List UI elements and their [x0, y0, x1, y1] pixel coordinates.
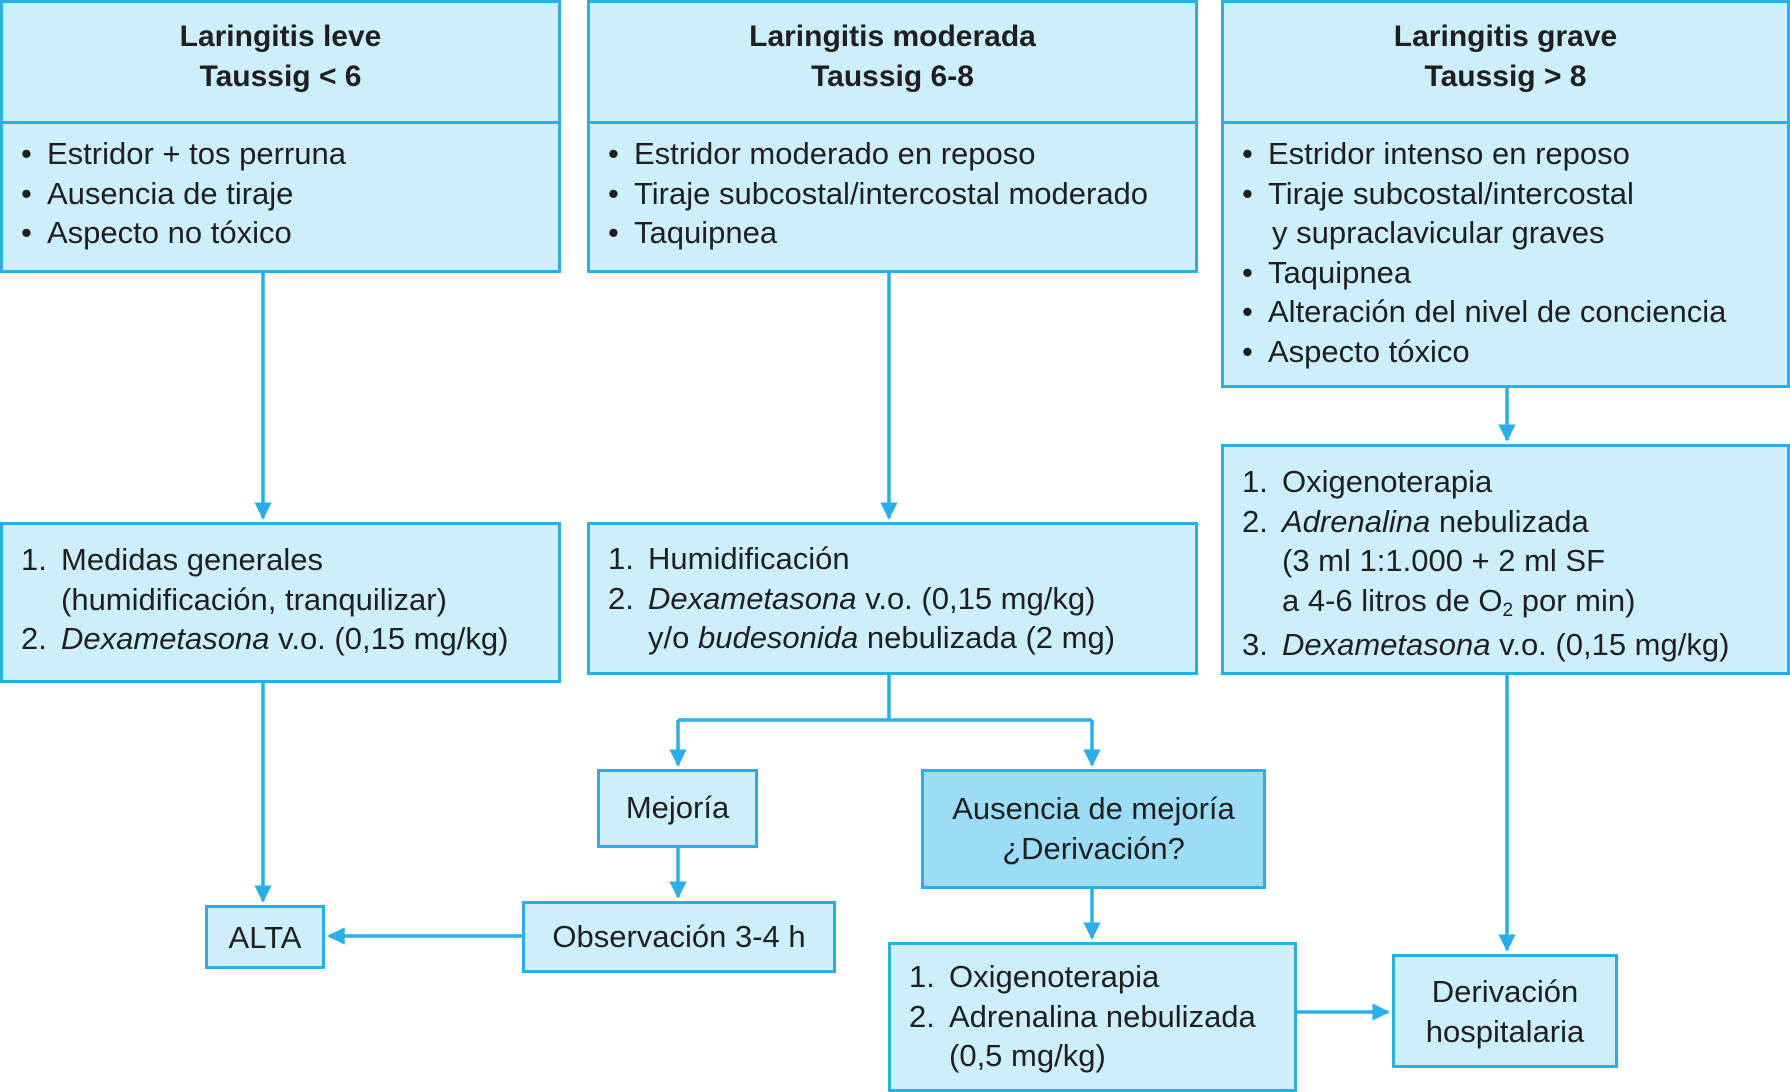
list-item: 2.Dexametasona v.o. (0,15 mg/kg) — [608, 580, 1096, 616]
list-item: 1.Humidificación — [608, 541, 850, 576]
mejoria-label: Mejoría — [625, 790, 730, 825]
list-item: •Tiraje subcostal/intercostal moderado — [608, 175, 1149, 211]
list-item: 1.Oxigenoterapia — [909, 959, 1160, 994]
grave-title-block: Laringitis grave Taussig > 8 — [1224, 3, 1787, 124]
moderada-title-block: Laringitis moderada Taussig 6-8 — [590, 3, 1195, 124]
grave-score: Taussig > 8 — [1424, 60, 1587, 93]
list-item: •Alteración del nivel de conciencia — [1242, 294, 1727, 329]
moderada-treatment-box: 1.Humidificación 2.Dexametasona v.o. (0,… — [587, 522, 1198, 675]
list-item: •Ausencia de tiraje — [21, 175, 294, 211]
list-item: •Estridor intenso en reposo — [1242, 136, 1630, 171]
grave-symptom-list: •Estridor intenso en reposo •Tiraje subc… — [1242, 134, 1779, 371]
list-item: 2.Adrenalina nebulizada — [1242, 503, 1589, 539]
list-item: •Estridor moderado en reposo — [608, 136, 1036, 171]
list-item: (3 ml 1:1.000 + 2 ml SF — [1282, 543, 1606, 578]
moderada-title: Laringitis moderada — [749, 20, 1036, 53]
derivacion-box: Derivación hospitalaria — [1392, 954, 1618, 1068]
grave-title: Laringitis grave — [1393, 20, 1618, 53]
list-item: 2.Adrenalina nebulizada — [909, 998, 1256, 1034]
grave-treatment-box: 1.Oxigenoterapia 2.Adrenalina nebulizada… — [1221, 444, 1790, 675]
list-item: (0,5 mg/kg) — [949, 1038, 1106, 1073]
list-item: •Aspecto no tóxico — [21, 215, 292, 250]
alta-label: ALTA — [228, 920, 302, 955]
list-item: 3.Dexametasona v.o. (0,15 mg/kg) — [1242, 627, 1730, 662]
observacion-box: Observación 3-4 h — [522, 901, 836, 973]
ausencia-mejoria-label: Ausencia de mejoría ¿Derivación? — [952, 791, 1235, 866]
leve-title-block: Laringitis leve Taussig < 6 — [3, 3, 558, 124]
list-item: •Taquipnea — [608, 215, 778, 250]
list-item: 2.Dexametasona v.o. (0,15 mg/kg) — [21, 621, 509, 656]
alta-box: ALTA — [205, 905, 325, 969]
ausencia-mejoria-box: Ausencia de mejoría ¿Derivación? — [921, 769, 1266, 889]
leve-treatment-box: 1.Medidas generales (humidificación, tra… — [0, 522, 561, 683]
list-item: y/o budesonida nebulizada (2 mg) — [648, 620, 1116, 655]
list-item: •Aspecto tóxico — [1242, 333, 1470, 369]
leve-treatment-list: 1.Medidas generales (humidificación, tra… — [21, 540, 550, 659]
grave-treatment-list: 1.Oxigenoterapia 2.Adrenalina nebulizada… — [1242, 462, 1779, 665]
leve-title: Laringitis leve — [179, 20, 382, 53]
grave-header-box: Laringitis grave Taussig > 8 •Estridor i… — [1221, 0, 1790, 388]
moderada-treatment-list: 1.Humidificación 2.Dexametasona v.o. (0,… — [608, 539, 1187, 658]
mejoria-box: Mejoría — [597, 769, 758, 848]
moderada-header-box: Laringitis moderada Taussig 6-8 •Estrido… — [587, 0, 1198, 273]
list-item: •Estridor + tos perruna — [21, 136, 346, 171]
list-item: a 4-6 litros de O2 por min) — [1282, 582, 1636, 621]
leve-score: Taussig < 6 — [199, 60, 362, 93]
list-item: (humidificación, tranquilizar) — [61, 581, 447, 617]
observacion-label: Observación 3-4 h — [552, 919, 806, 954]
list-item: 1.Oxigenoterapia — [1242, 464, 1493, 499]
list-item: 1.Medidas generales — [21, 542, 323, 577]
list-item: y supraclavicular graves — [1272, 215, 1605, 250]
leve-symptom-list: •Estridor + tos perruna •Ausencia de tir… — [21, 134, 550, 253]
list-item: •Tiraje subcostal/intercostal — [1242, 175, 1634, 211]
list-item: •Taquipnea — [1242, 254, 1412, 290]
moderada-symptom-list: •Estridor moderado en reposo •Tiraje sub… — [608, 134, 1187, 253]
derivacion-label: Derivación hospitalaria — [1425, 974, 1585, 1049]
rescue-treatment-box: 1.Oxigenoterapia 2.Adrenalina nebulizada… — [888, 942, 1297, 1092]
rescue-treatment-list: 1.Oxigenoterapia 2.Adrenalina nebulizada… — [909, 957, 1286, 1076]
leve-header-box: Laringitis leve Taussig < 6 •Estridor + … — [0, 0, 561, 273]
moderada-score: Taussig 6-8 — [811, 60, 974, 93]
